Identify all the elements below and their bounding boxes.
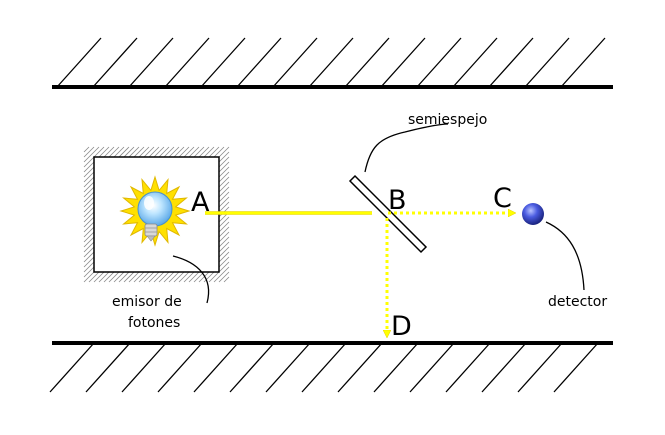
- top-wall: [52, 37, 613, 89]
- hatch-line: [452, 37, 498, 88]
- box-hatch-line: [223, 276, 230, 283]
- hatch-line: [92, 37, 138, 88]
- hatch-line: [416, 37, 462, 88]
- hatch-line: [488, 37, 534, 88]
- hatch-line: [373, 342, 419, 393]
- hatch-line: [337, 342, 383, 393]
- bulb-base: [144, 223, 158, 237]
- label-mirror: semiespejo: [408, 112, 487, 128]
- bulb-base-tip: [146, 235, 156, 242]
- hatch-line: [193, 342, 239, 393]
- label-emitter-line2: fotones: [128, 315, 180, 331]
- box-hatch-line: [83, 146, 95, 158]
- hatch-line: [229, 342, 275, 393]
- hatch-line: [445, 342, 491, 393]
- hatch-line: [56, 37, 102, 88]
- mirror-callout-line: [364, 123, 449, 173]
- sphere-detector-icon: [522, 203, 544, 225]
- hatch-line: [301, 342, 347, 393]
- hatch-line: [236, 37, 282, 88]
- label-point-d: D: [391, 311, 412, 342]
- hatch-line: [380, 37, 426, 88]
- hatch-line: [121, 342, 167, 393]
- label-point-c: C: [493, 183, 512, 214]
- hatch-line: [344, 37, 390, 88]
- label-detector: detector: [548, 294, 607, 310]
- emitter-callout-line: [172, 255, 210, 304]
- hatch-line: [85, 342, 131, 393]
- hatch-line: [272, 37, 318, 88]
- bottom-wall: [49, 341, 613, 393]
- box-hatch-line: [83, 146, 100, 163]
- hatch-line: [49, 342, 95, 393]
- hatch-line: [553, 342, 599, 393]
- hatch-line: [157, 342, 203, 393]
- top-wall-hatching: [56, 37, 606, 88]
- bottom-wall-hatching: [49, 342, 599, 393]
- hatch-line: [524, 37, 570, 88]
- hatch-line: [200, 37, 246, 88]
- hatch-line: [164, 37, 210, 88]
- bulb-glass: [137, 191, 173, 227]
- label-point-a: A: [191, 187, 210, 218]
- hatch-line: [265, 342, 311, 393]
- bulb-highlight: [144, 196, 154, 210]
- box-hatch-line: [218, 271, 230, 283]
- hatch-line: [128, 37, 174, 88]
- emitter-box: [83, 146, 230, 283]
- light-bulb-icon: [119, 175, 191, 247]
- box-hatch-line: [83, 146, 90, 153]
- hatch-line: [481, 342, 527, 393]
- label-emitter-line1: emisor de: [112, 294, 182, 310]
- detector-callout-line: [545, 221, 585, 291]
- hatch-line: [517, 342, 563, 393]
- box-hatch-line: [213, 266, 230, 283]
- hatch-line: [308, 37, 354, 88]
- hatch-line: [409, 342, 455, 393]
- label-point-b: B: [388, 185, 407, 216]
- hatch-line: [560, 37, 606, 88]
